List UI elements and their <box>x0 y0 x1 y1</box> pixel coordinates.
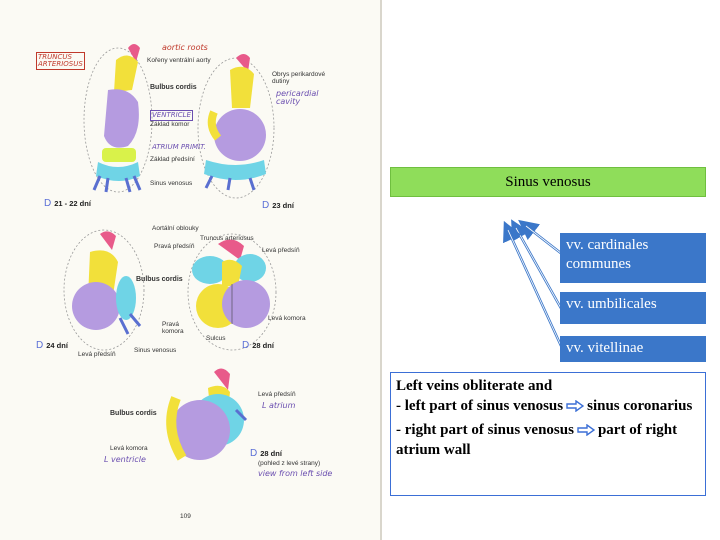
box-vv-umbilicales: vv. umbilicales <box>560 292 706 324</box>
note-line-1: Left veins obliterate and <box>396 377 700 397</box>
right-arrow-icon <box>566 400 584 412</box>
arrow-cardinales <box>526 226 562 254</box>
right-arrow-icon <box>577 424 595 436</box>
box-vv-cardinales: vv. cardinales communes <box>560 233 706 283</box>
explanation-note: Left veins obliterate and - left part of… <box>390 372 706 496</box>
box-vv-vitellinae: vv. vitellinae <box>560 336 706 362</box>
